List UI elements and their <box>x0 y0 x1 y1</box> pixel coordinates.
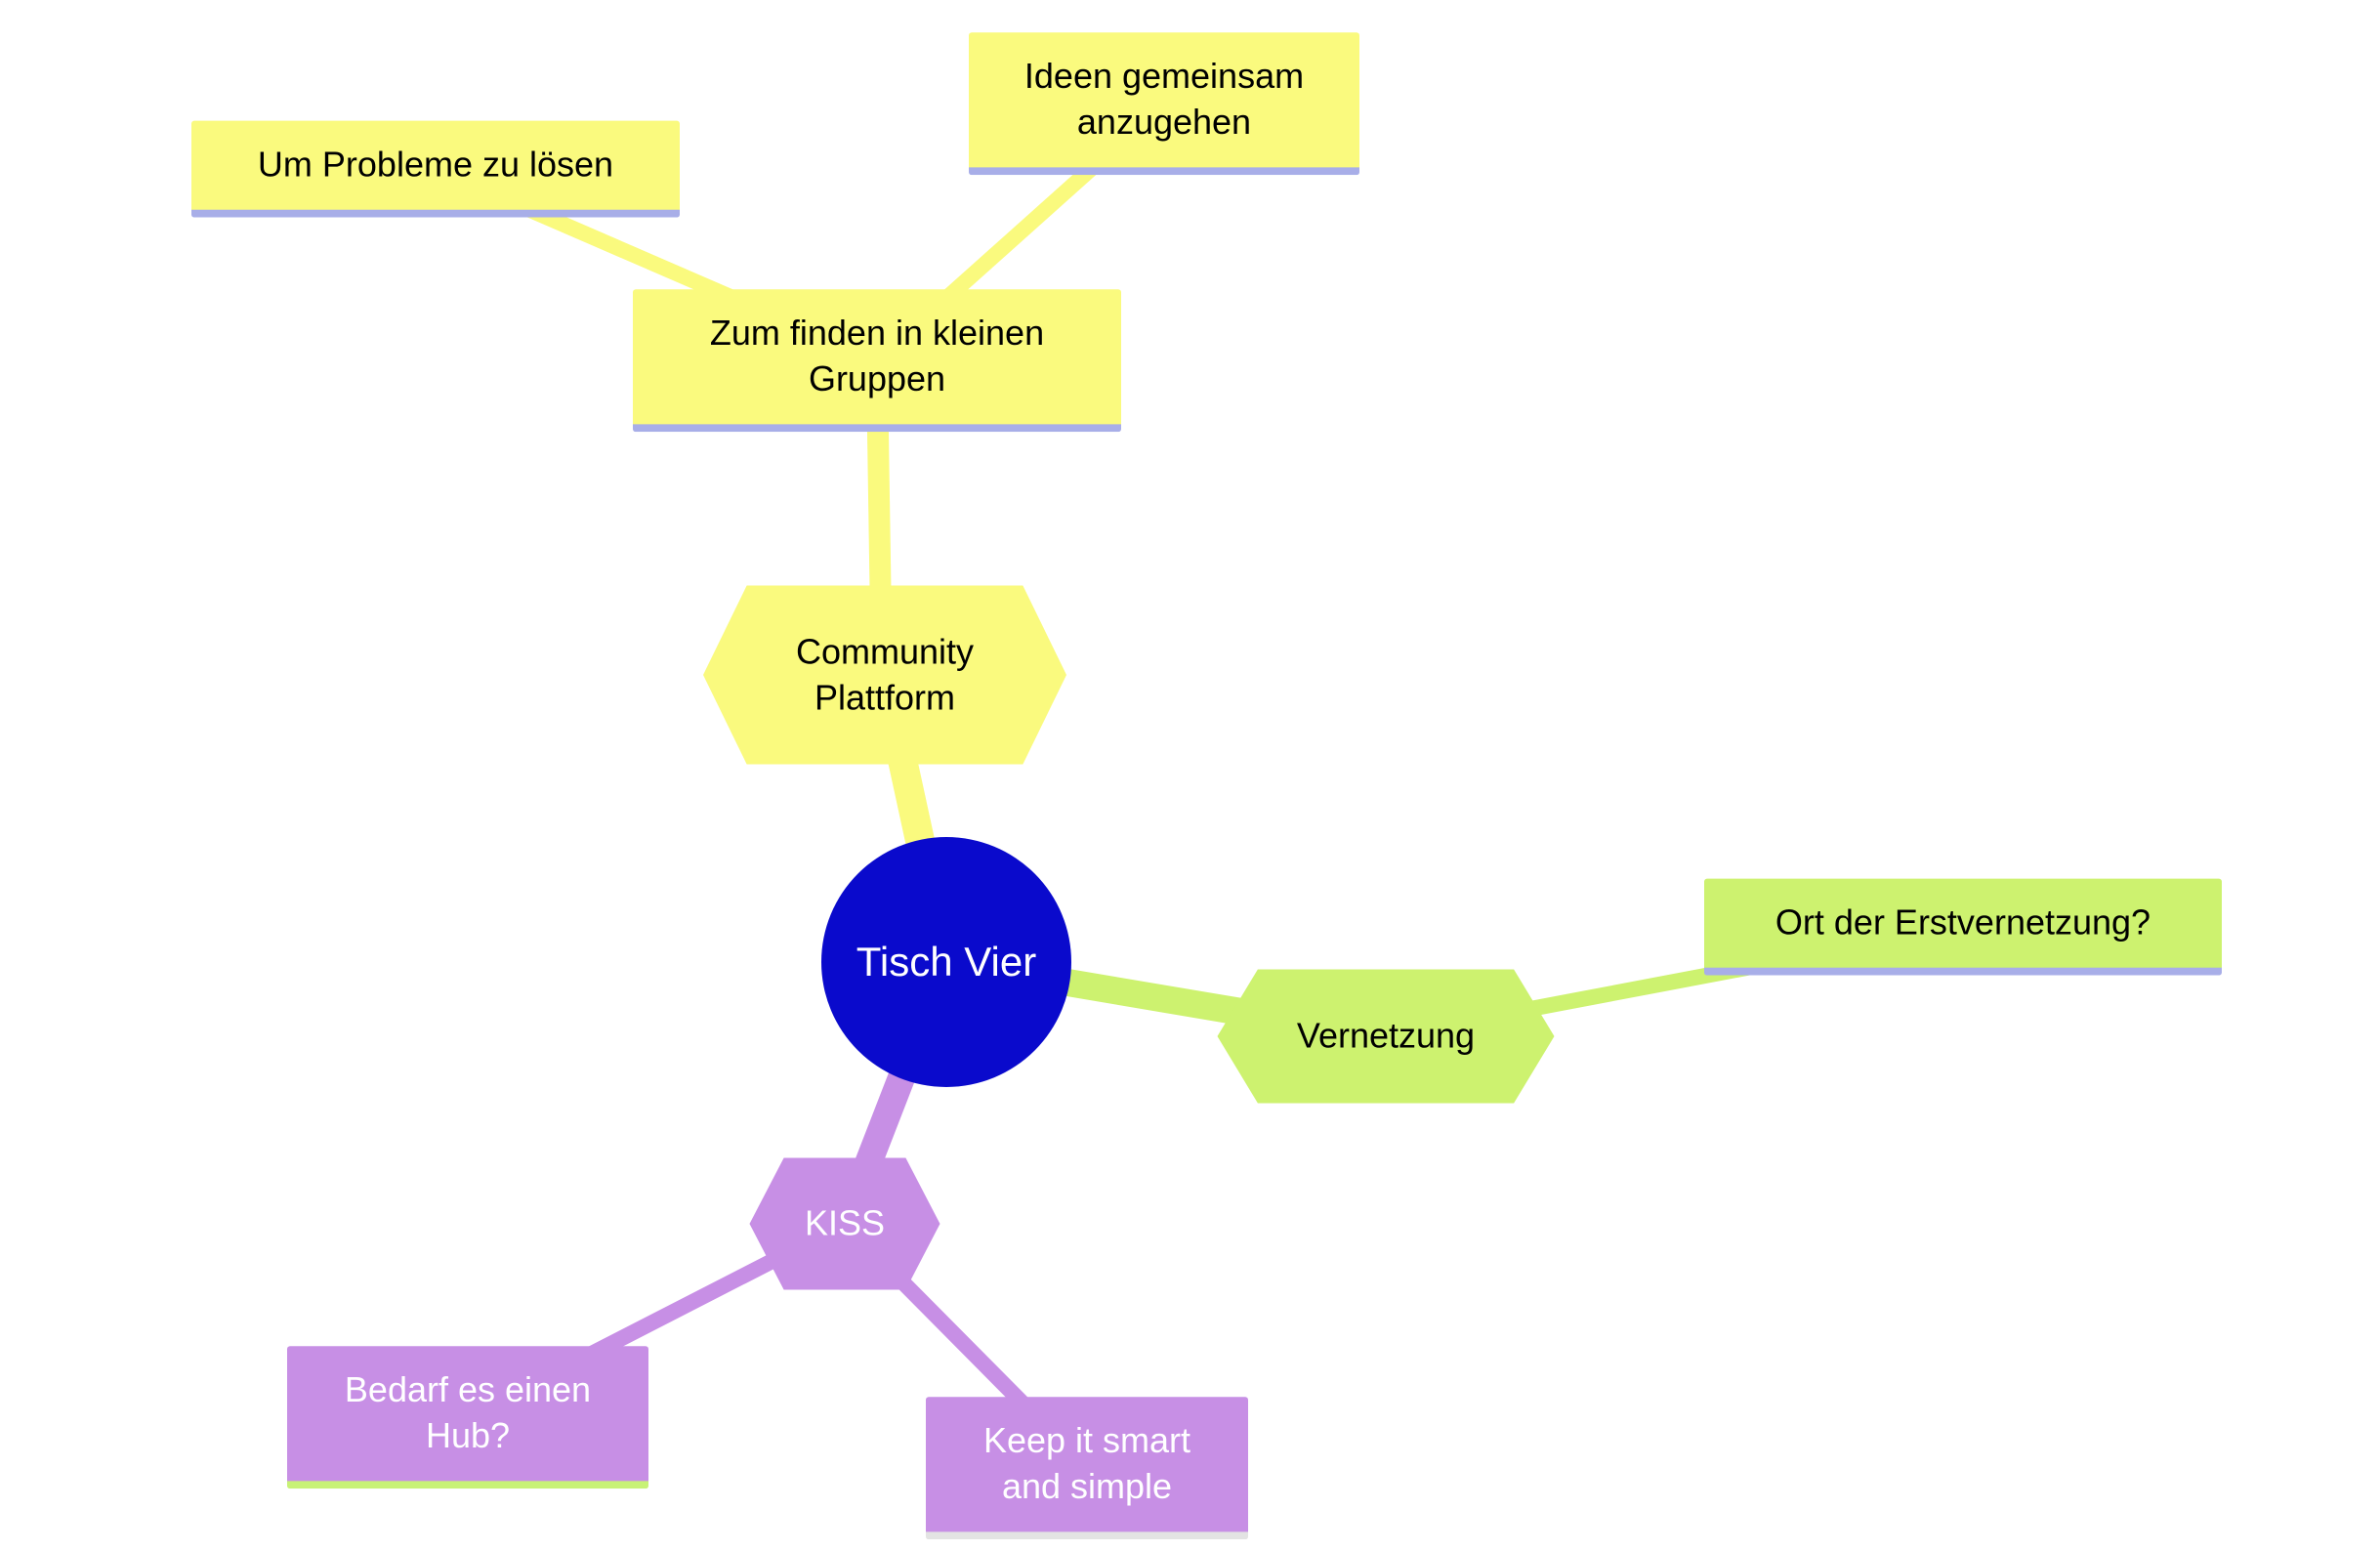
node-label: Ort der Erstvernetzung? <box>1775 901 2151 943</box>
node-kiss[interactable]: KISS <box>749 1157 940 1290</box>
node-label: Vernetzung <box>1296 1015 1476 1056</box>
node-label: Community Plattform <box>795 631 975 717</box>
node-ort-der-erstvernetzung[interactable]: Ort der Erstvernetzung? <box>1704 878 2222 976</box>
node-label: KISS <box>804 1202 886 1243</box>
node-label: Um Probleme zu lösen <box>257 144 614 185</box>
node-vernetzung[interactable]: Vernetzung <box>1217 969 1555 1104</box>
node-tisch-vier-root[interactable]: Tisch Vier <box>821 837 1071 1087</box>
node-label: Zum finden in kleinen Gruppen <box>709 313 1045 398</box>
node-label: Ideen gemeinsam anzugehen <box>1023 56 1305 142</box>
node-label: Bedarf es einen Hub? <box>344 1369 592 1455</box>
node-bedarf-hub[interactable]: Bedarf es einen Hub? <box>287 1346 648 1488</box>
node-ideen-gemeinsam[interactable]: Ideen gemeinsam anzugehen <box>969 32 1359 175</box>
node-label: Tisch Vier <box>856 938 1037 985</box>
node-keep-it-smart[interactable]: Keep it smart and simple <box>926 1397 1248 1539</box>
node-zum-finden[interactable]: Zum finden in kleinen Gruppen <box>633 289 1121 432</box>
node-community-plattform[interactable]: Community Plattform <box>703 585 1066 765</box>
node-um-probleme[interactable]: Um Probleme zu lösen <box>191 120 680 218</box>
node-label: Keep it smart and simple <box>982 1420 1191 1506</box>
